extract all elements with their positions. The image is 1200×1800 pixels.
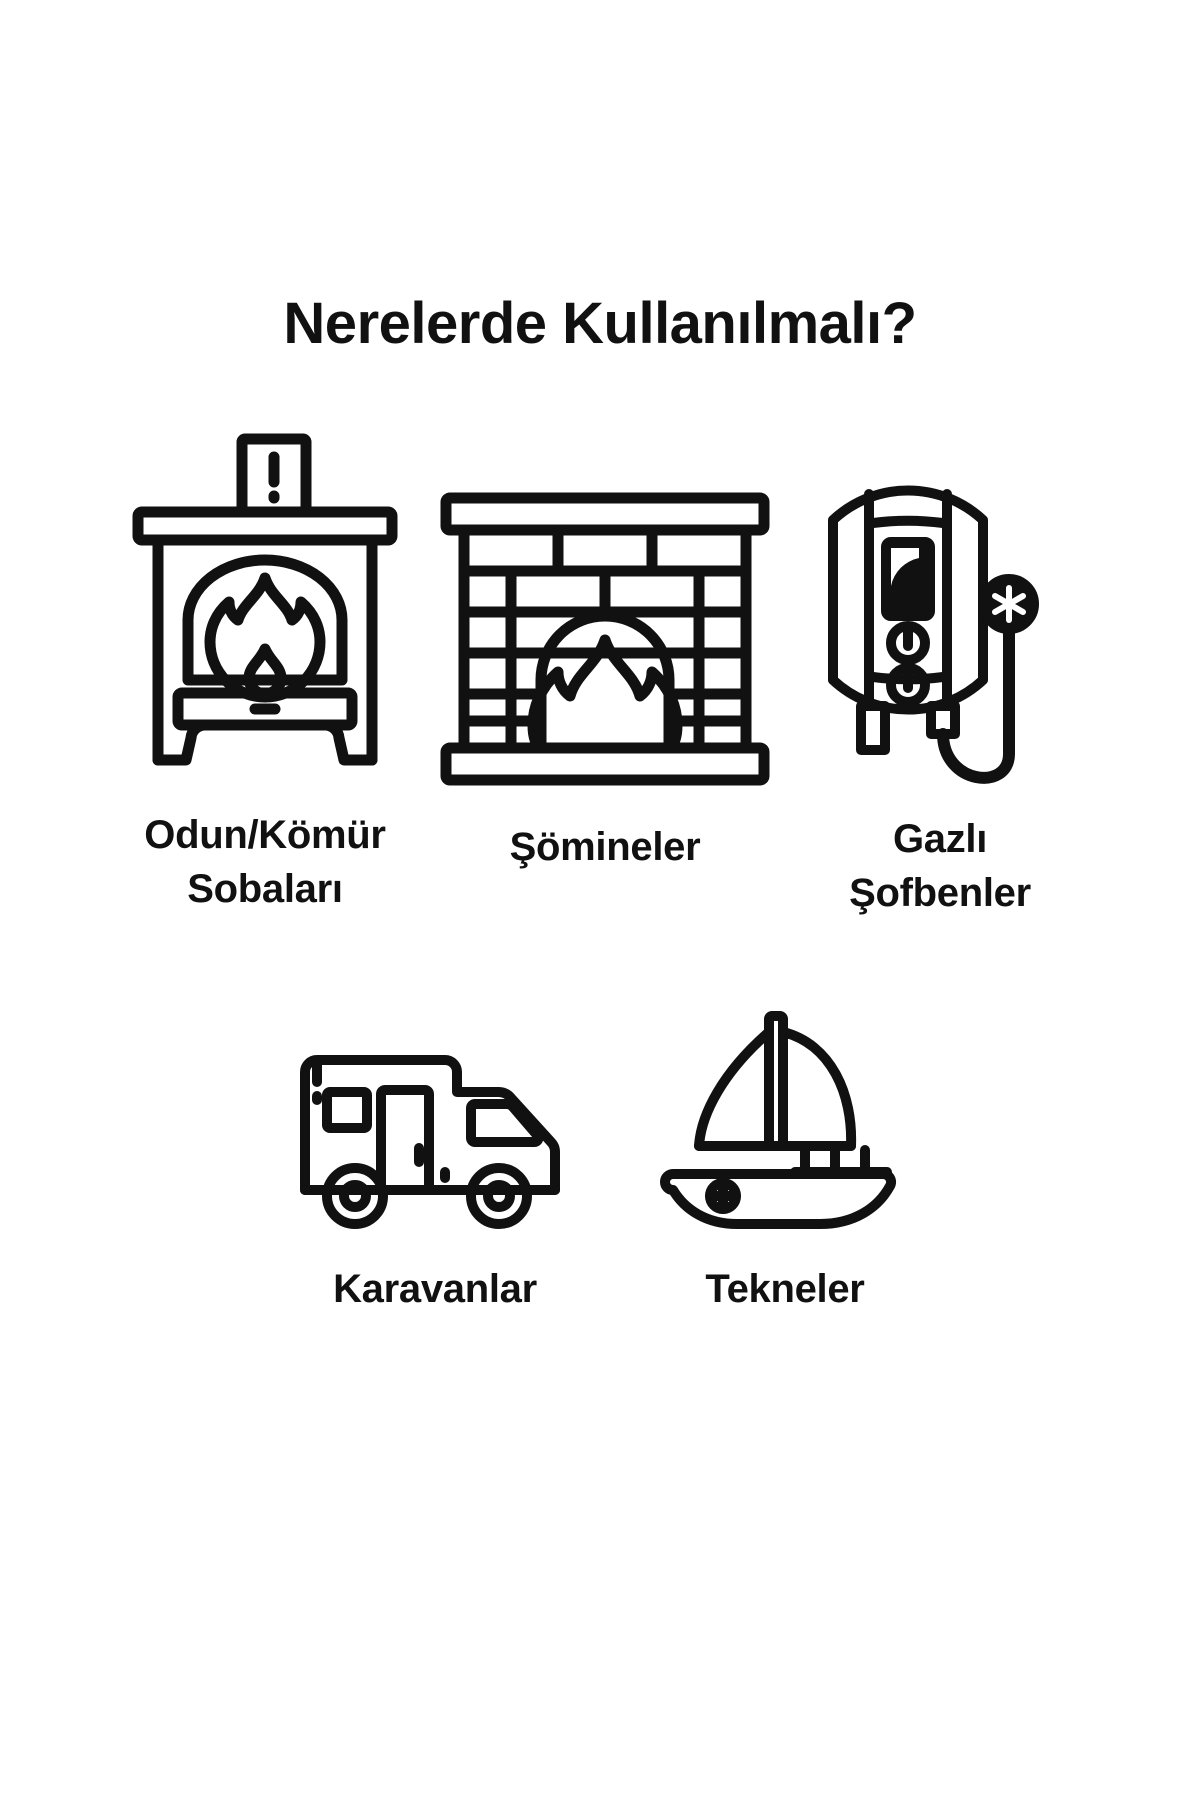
item-karavanlar[interactable]: Karavanlar bbox=[250, 980, 620, 1316]
page-title: Nerelerde Kullanılmalı? bbox=[283, 291, 917, 356]
item-label-somineler: Şömineler bbox=[509, 825, 701, 869]
item-label-tekneler: Tekneler bbox=[705, 1267, 865, 1311]
item-gazli-sofbenler[interactable]: Gazlı Şofbenler bbox=[780, 430, 1100, 920]
icon-box-caravan bbox=[285, 980, 585, 1240]
sailboat-icon bbox=[660, 1011, 897, 1229]
caravan-motorhome-icon bbox=[300, 1055, 560, 1229]
wood-coal-stove-icon bbox=[132, 433, 398, 766]
brick-fireplace-icon bbox=[440, 492, 770, 786]
icon-row-top: Odun/Kömür Sobaları bbox=[0, 430, 1200, 920]
item-somineler[interactable]: Şömineler bbox=[430, 430, 780, 920]
item-odun-komur-sobalari[interactable]: Odun/Kömür Sobaları bbox=[100, 430, 430, 920]
icon-box-boat bbox=[645, 980, 925, 1240]
item-label-odun-komur-sobalari: Odun/Kömür Sobaları bbox=[144, 813, 386, 911]
item-label-gazli-sofbenler: Gazlı Şofbenler bbox=[849, 817, 1031, 915]
gas-water-heater-icon bbox=[828, 485, 1039, 784]
icon-box-heater bbox=[803, 430, 1077, 790]
item-label-karavanlar: Karavanlar bbox=[333, 1267, 537, 1311]
icon-box-fireplace bbox=[440, 430, 770, 790]
icon-row-bottom: Karavanlar bbox=[0, 980, 1200, 1316]
icon-box-stove bbox=[132, 430, 398, 790]
item-tekneler[interactable]: Tekneler bbox=[620, 980, 950, 1316]
